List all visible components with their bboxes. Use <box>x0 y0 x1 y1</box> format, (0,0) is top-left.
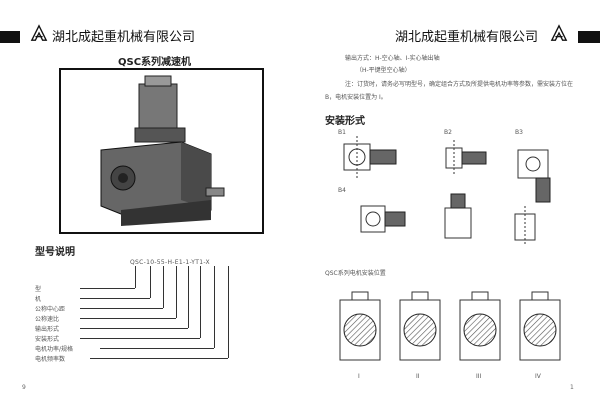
company-name-left: 湖北成起重机械有限公司 <box>52 30 196 45</box>
install-diagram-b2 <box>445 140 487 176</box>
connector-line <box>163 266 164 308</box>
connector-line <box>188 266 189 328</box>
legend-label: 机 <box>35 296 42 303</box>
install-heading: 安装形式 <box>325 116 365 127</box>
motor-position-label: IV <box>535 373 541 380</box>
connector-line <box>135 266 136 288</box>
install-diagram-b4 <box>360 193 536 246</box>
install-label: B1 <box>338 129 346 136</box>
header-bar-left <box>0 31 20 43</box>
install-diagram-b1 <box>343 136 397 178</box>
page-number-left: 9 <box>22 384 26 391</box>
install-diagram-b3 <box>517 149 551 203</box>
header-bar-right <box>578 31 600 43</box>
legend-label: 电机功率/规格 <box>35 346 74 353</box>
product-photo <box>59 68 264 234</box>
model-heading: 型号说明 <box>35 247 75 258</box>
page-number-right: 1 <box>570 384 574 391</box>
install-label: B2 <box>444 129 452 136</box>
connector-line <box>214 266 215 348</box>
motor-position-label: III <box>476 373 482 380</box>
legend-label: 公称速比 <box>35 316 60 323</box>
legend-label: 公称中心距 <box>35 306 66 313</box>
connector-line <box>150 266 151 298</box>
legend-rule <box>80 298 150 299</box>
legend-rule <box>80 308 163 309</box>
motor-position-label: II <box>416 373 420 380</box>
legend-label: 电机频率数 <box>35 356 66 363</box>
notes-line: （H-平键型空心轴） <box>356 67 411 74</box>
company-logo-icon <box>30 24 48 41</box>
legend-label: 输出形式 <box>35 326 60 333</box>
notes-line: 注：订货时，请务必写明型号，确定组合方式及所提供电机功率等参数，需安装方位在 <box>345 81 574 88</box>
legend-label: 安装形式 <box>35 336 60 343</box>
company-logo-icon <box>550 24 568 41</box>
legend-rule <box>100 348 214 349</box>
motor-position-heading: QSC系列电机安装位置 <box>325 270 386 277</box>
motor-position-diagram <box>339 291 561 361</box>
connector-line <box>200 266 201 338</box>
notes-line: 输出方式：H-空心轴、I-实心轴出轴 <box>345 55 440 62</box>
legend-rule <box>80 288 135 289</box>
connector-line <box>176 266 177 318</box>
legend-rule <box>80 318 176 319</box>
install-label: B3 <box>515 129 523 136</box>
company-name-right: 湖北成起重机械有限公司 <box>395 30 539 45</box>
install-label: B4 <box>338 187 346 194</box>
model-code: QSC-10-55-H-E1-1-YT1-X <box>130 259 210 266</box>
gearbox-illustration <box>100 75 225 226</box>
connector-line <box>228 266 229 358</box>
legend-rule <box>80 338 200 339</box>
legend-rule <box>80 328 188 329</box>
motor-position-label: I <box>358 373 360 380</box>
notes-line: B，电机安装位置为 I。 <box>325 94 387 101</box>
page-title: QSC系列减速机 <box>118 57 192 68</box>
legend-label: 型 <box>35 286 42 293</box>
legend-rule <box>90 358 228 359</box>
